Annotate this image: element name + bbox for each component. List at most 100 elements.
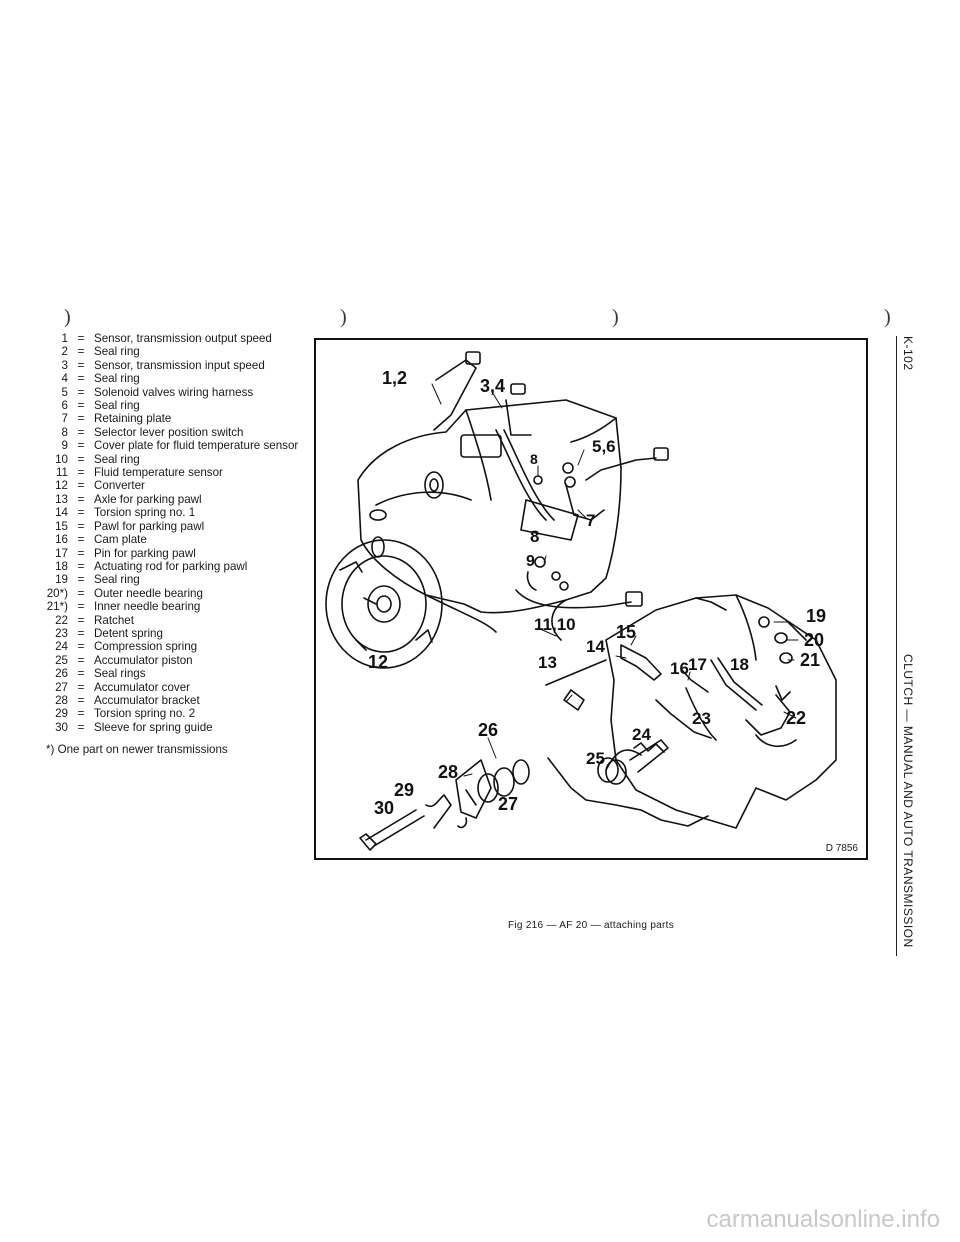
legend-item-text: Seal ring bbox=[94, 345, 140, 359]
exploded-parts-figure: 1,2 3,4 5,6 8 7 8 9 11,10 15 12 14 13 16… bbox=[314, 338, 868, 860]
legend-item-text: Sleeve for spring guide bbox=[94, 720, 213, 734]
legend-item-number: 19 bbox=[55, 573, 68, 587]
legend-separator: = bbox=[77, 653, 85, 667]
legend-item-number: 6 bbox=[61, 399, 68, 413]
legend-item: 15=Pawl for parking pawl bbox=[46, 520, 316, 533]
legend-item: 7=Retaining plate bbox=[46, 412, 316, 425]
legend-separator: = bbox=[77, 479, 85, 493]
legend-item-text: Seal ring bbox=[94, 372, 140, 386]
legend-footnote: *) One part on newer transmissions bbox=[46, 743, 228, 757]
legend-item-text: Inner needle bearing bbox=[94, 600, 201, 614]
legend-item-text: Seal ring bbox=[94, 399, 140, 413]
legend-item-text: Fluid temperature sensor bbox=[94, 466, 223, 480]
case-boss bbox=[369, 509, 387, 521]
callout-22: 22 bbox=[786, 708, 806, 728]
legend-item-number: 10 bbox=[55, 452, 68, 466]
page-sidebar: K-102 CLUTCH — MANUAL AND AUTO TRANSMISS… bbox=[896, 336, 921, 956]
legend-item-number: 30 bbox=[55, 720, 68, 734]
legend-item: 16=Cam plate bbox=[46, 533, 316, 546]
legend-item: 28=Accumulator bracket bbox=[46, 694, 316, 707]
legend-item-text: Converter bbox=[94, 479, 145, 493]
legend-item-number: 7 bbox=[61, 412, 68, 426]
legend-item: 9=Cover plate for fluid temperature sens… bbox=[46, 439, 316, 452]
legend-item: 23=Detent spring bbox=[46, 627, 316, 640]
transmission-drawing: 1,2 3,4 5,6 8 7 8 9 11,10 15 12 14 13 16… bbox=[325, 351, 837, 851]
legend-item-text: Sensor, transmission input speed bbox=[94, 358, 265, 372]
legend-item-number: 13 bbox=[55, 492, 68, 506]
legend-item-text: Outer needle bearing bbox=[94, 586, 203, 600]
legend-item-number: 17 bbox=[55, 546, 68, 560]
legend-item: 4=Seal ring bbox=[46, 372, 316, 385]
callout-8: 8 bbox=[530, 451, 538, 467]
legend-separator: = bbox=[77, 680, 85, 694]
legend-item-text: Pin for parking pawl bbox=[94, 546, 196, 560]
page-number: K-102 bbox=[901, 336, 915, 371]
margin-mark: ) bbox=[884, 306, 891, 328]
legend-item-number: 24 bbox=[55, 640, 68, 654]
legend-item: 5=Solenoid valves wiring harness bbox=[46, 386, 316, 399]
case-boss bbox=[429, 478, 439, 492]
legend-item: 22=Ratchet bbox=[46, 614, 316, 627]
legend-item: 25=Accumulator piston bbox=[46, 654, 316, 667]
callout-7: 7 bbox=[586, 511, 595, 530]
legend-item: 1=Sensor, transmission output speed bbox=[46, 332, 316, 345]
legend-separator: = bbox=[77, 667, 85, 681]
legend-item: 14=Torsion spring no. 1 bbox=[46, 506, 316, 519]
legend-item: 8=Selector lever position switch bbox=[46, 426, 316, 439]
legend-separator: = bbox=[77, 399, 85, 413]
transmission-case-outline bbox=[357, 399, 622, 614]
legend-separator: = bbox=[77, 586, 85, 600]
legend-separator: = bbox=[77, 358, 85, 372]
legend-item: 26=Seal rings bbox=[46, 667, 316, 680]
case-boss bbox=[424, 471, 444, 499]
callout-11-10: 11,10 bbox=[534, 615, 576, 634]
legend-item-number: 20*) bbox=[46, 586, 68, 600]
callout-27: 27 bbox=[498, 794, 518, 814]
legend-item-number: 21*) bbox=[46, 600, 68, 614]
legend-separator: = bbox=[77, 425, 85, 439]
figure-code: D 7856 bbox=[825, 843, 858, 854]
callout-21: 21 bbox=[800, 650, 820, 670]
margin-mark: ) bbox=[64, 306, 71, 328]
legend-item-text: Selector lever position switch bbox=[94, 425, 244, 439]
callout-19: 19 bbox=[806, 606, 826, 626]
margin-mark: ) bbox=[340, 306, 347, 328]
legend-item-number: 26 bbox=[55, 667, 68, 681]
legend-separator: = bbox=[77, 519, 85, 533]
legend-item-number: 12 bbox=[55, 479, 68, 493]
legend-item: 17 = Pin for parking pawl bbox=[46, 547, 316, 560]
legend-item: 19=Seal ring bbox=[46, 573, 316, 586]
callout-17: 17 bbox=[688, 655, 707, 674]
legend-item-number: 2 bbox=[61, 345, 68, 359]
legend-item-number: 29 bbox=[55, 707, 68, 721]
callout-14: 14 bbox=[586, 637, 605, 656]
legend-separator: = bbox=[77, 439, 85, 453]
callout-18: 18 bbox=[730, 655, 749, 674]
legend-item: 13=Axle for parking pawl bbox=[46, 493, 316, 506]
legend-item: 6 = Seal ring bbox=[46, 399, 316, 412]
legend-separator: = bbox=[77, 546, 85, 560]
callout-5-6: 5,6 bbox=[592, 437, 616, 456]
callout-30: 30 bbox=[374, 798, 394, 818]
legend-item: 11=Fluid temperature sensor bbox=[46, 466, 316, 479]
legend-item-text: Cover plate for fluid temperature sensor bbox=[94, 439, 299, 453]
legend-separator: = bbox=[77, 720, 85, 734]
legend-item: 24=Compression spring bbox=[46, 640, 316, 653]
legend-separator: = bbox=[77, 466, 85, 480]
leader-lines bbox=[431, 383, 799, 777]
figure-caption: Fig 216 — AF 20 — attaching parts bbox=[507, 920, 675, 931]
legend-separator: = bbox=[77, 385, 85, 399]
legend-item: 27=Accumulator cover bbox=[46, 681, 316, 694]
callout-28: 28 bbox=[438, 762, 458, 782]
callout-1-2: 1,2 bbox=[382, 368, 407, 388]
callout-8-lower: 8 bbox=[530, 527, 539, 546]
callout-26: 26 bbox=[478, 720, 498, 740]
legend-item: 20*) = Outer needle bearing bbox=[46, 587, 316, 600]
legend-item-number: 22 bbox=[55, 613, 68, 627]
watermark: carmanualsonline.info bbox=[706, 1206, 940, 1233]
legend-separator: = bbox=[77, 345, 85, 359]
chapter-title: CLUTCH — MANUAL AND AUTO TRANSMISSION bbox=[901, 654, 915, 948]
legend-item-number: 25 bbox=[55, 653, 68, 667]
legend-item-number: 14 bbox=[55, 506, 68, 520]
